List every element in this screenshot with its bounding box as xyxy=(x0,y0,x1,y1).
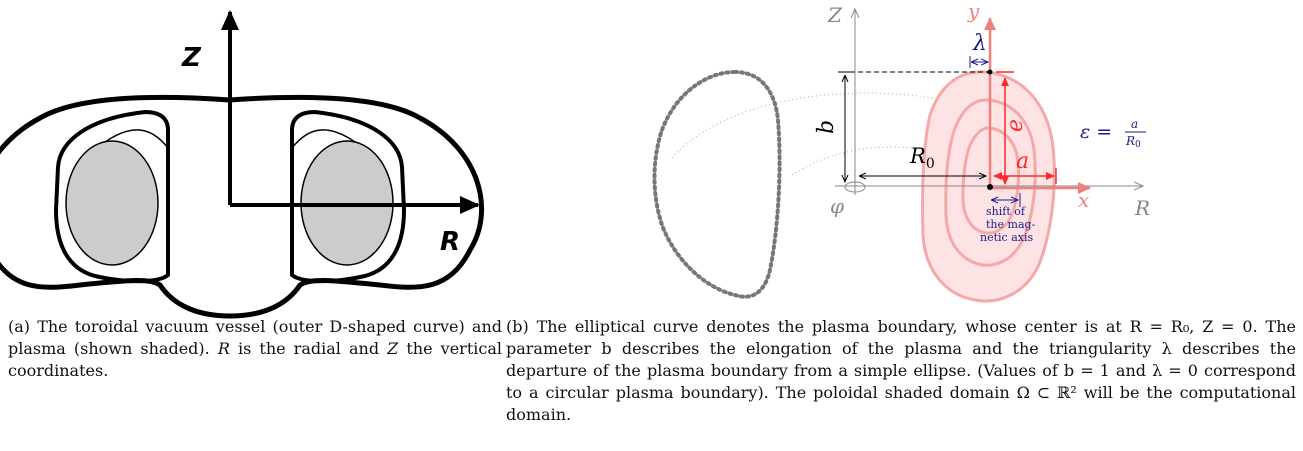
left-chamber-inner-line xyxy=(104,129,169,149)
epsilon-num: a xyxy=(1131,117,1138,131)
y-label: y xyxy=(967,0,980,23)
flux-surface-3 xyxy=(961,126,1020,235)
center-point xyxy=(987,184,993,190)
z-axis-label: Z xyxy=(827,3,843,27)
caption-a: (a) The toroidal vacuum vessel (outer D-… xyxy=(8,317,502,380)
epsilon-den: R0 xyxy=(1125,134,1141,150)
lambda-label: λ xyxy=(972,31,987,56)
e-label: e xyxy=(1003,119,1028,132)
top-point xyxy=(987,69,993,75)
b-label: b xyxy=(814,120,839,134)
dotted-connector-1 xyxy=(671,92,1056,159)
phi-label: φ xyxy=(830,194,844,218)
right-chamber xyxy=(290,109,407,284)
epsilon-lhs: ε = xyxy=(1080,121,1112,143)
shift-line-2: the mag- xyxy=(986,218,1036,231)
right-chamber-inner-line xyxy=(291,129,356,149)
flux-surface-2 xyxy=(944,98,1037,267)
shift-line-3: netic axis xyxy=(980,231,1033,244)
vacuum-vessel-outer xyxy=(0,94,485,319)
r-label: R xyxy=(440,227,460,257)
z-label: Z xyxy=(181,43,202,73)
r0-label: R0 xyxy=(909,144,935,172)
figure-a: Z R xyxy=(0,10,485,319)
a-label: a xyxy=(1016,149,1029,174)
shift-line-1: shift of xyxy=(986,205,1026,218)
caption-b: (b) The elliptical curve denotes the pla… xyxy=(506,317,1296,424)
left-plasma xyxy=(65,140,159,266)
dotted-left-boundary xyxy=(652,69,782,299)
x-label: x xyxy=(1078,188,1089,212)
phi-circle xyxy=(844,181,866,193)
left-chamber xyxy=(53,109,170,284)
r-axis-label: R xyxy=(1134,196,1150,220)
figure-b: Z R φ y x b R0 λ e a xyxy=(652,0,1150,303)
